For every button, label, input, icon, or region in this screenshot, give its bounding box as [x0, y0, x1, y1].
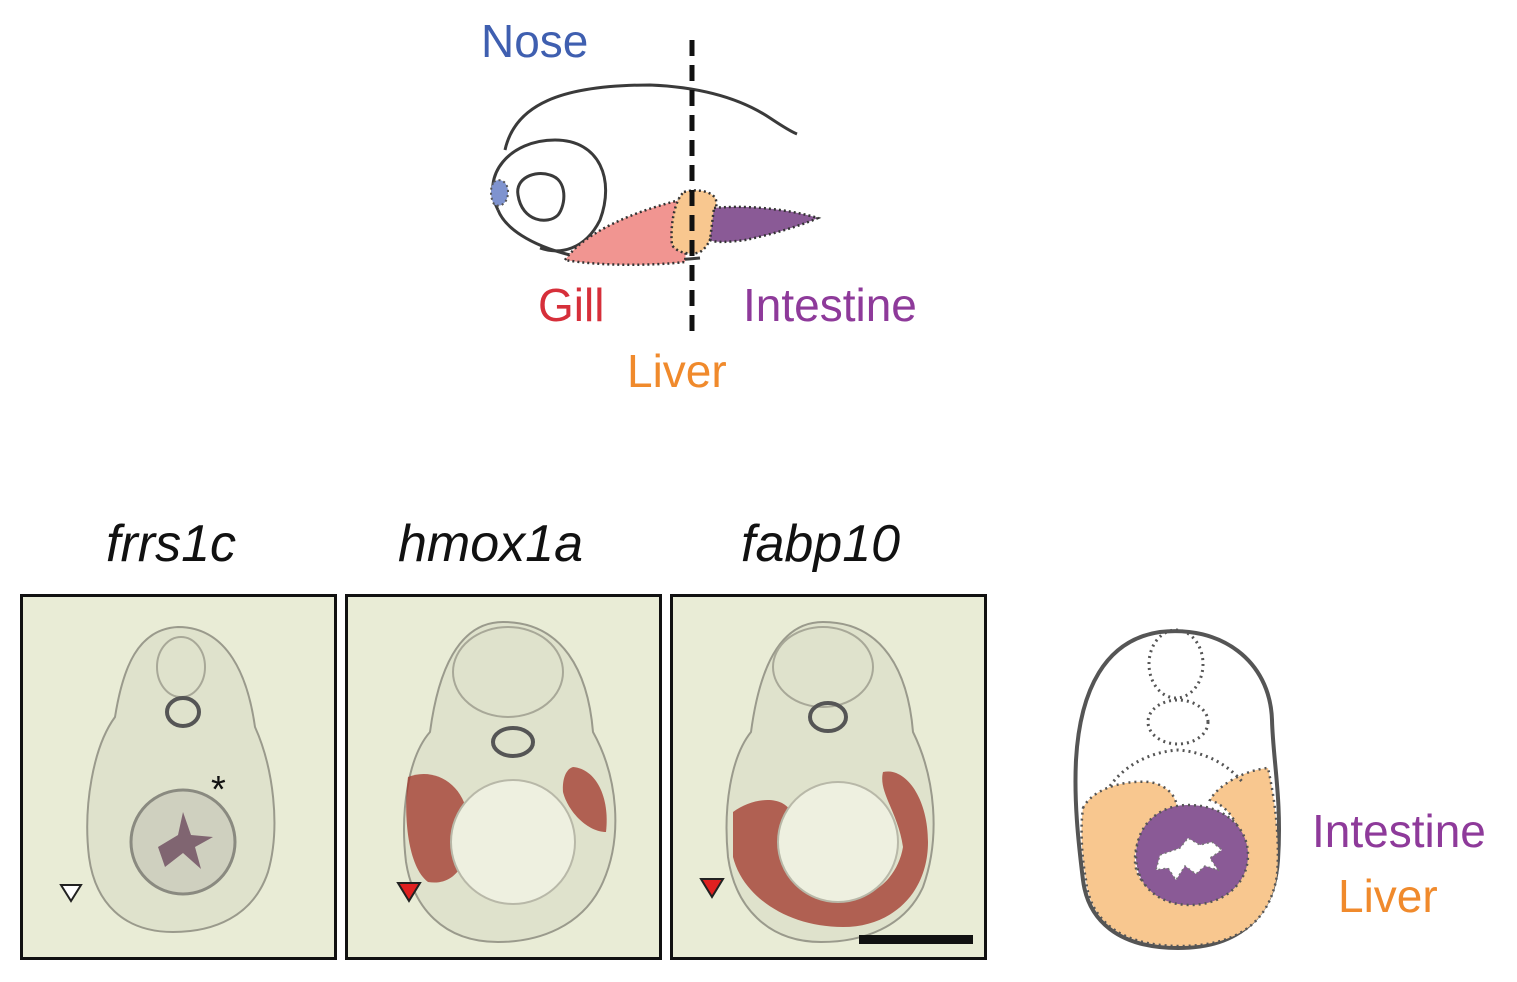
nose-label: Nose — [481, 15, 589, 67]
section-image-hmox1a — [345, 594, 662, 960]
red-arrowhead-icon — [699, 878, 725, 899]
asterisk-marker: * — [211, 769, 226, 811]
larva-eye — [516, 172, 566, 222]
notochord — [165, 696, 201, 728]
gill-label: Gill — [538, 279, 605, 331]
section-notochord — [1146, 698, 1210, 746]
section-intestine-label: Intestine — [1312, 805, 1486, 857]
section-gut-lumen — [1154, 837, 1224, 882]
neural-tube — [452, 626, 564, 718]
notochord — [491, 726, 535, 758]
nose-region — [490, 179, 510, 207]
open-arrowhead-icon — [59, 884, 83, 903]
section-schematic — [1073, 628, 1282, 951]
gut — [777, 781, 899, 903]
larva-eye-socket — [491, 138, 608, 253]
section-dorsal-boundary — [1108, 748, 1246, 787]
section-liver-region — [1080, 766, 1280, 948]
section-image-frrs1c: * — [20, 594, 337, 960]
intestine-label: Intestine — [743, 279, 917, 331]
section-neural-tube — [1147, 628, 1205, 700]
gene-label-frrs1c: frrs1c — [106, 515, 236, 573]
red-arrowhead-icon — [396, 882, 422, 903]
scale-bar — [859, 935, 973, 944]
larva-head-outline — [503, 83, 798, 151]
gut — [450, 779, 576, 905]
liver-stain — [733, 771, 928, 927]
liver-stain-right — [562, 767, 607, 832]
notochord — [808, 701, 848, 733]
gut-lumen-stain — [158, 812, 213, 869]
neural-tube — [772, 626, 874, 708]
section-image-fabp10 — [670, 594, 987, 960]
intestine-region — [708, 205, 822, 244]
liver-label: Liver — [627, 345, 727, 397]
gene-label-fabp10: fabp10 — [741, 515, 901, 573]
gene-label-hmox1a: hmox1a — [398, 515, 583, 573]
section-liver-label: Liver — [1338, 870, 1438, 922]
